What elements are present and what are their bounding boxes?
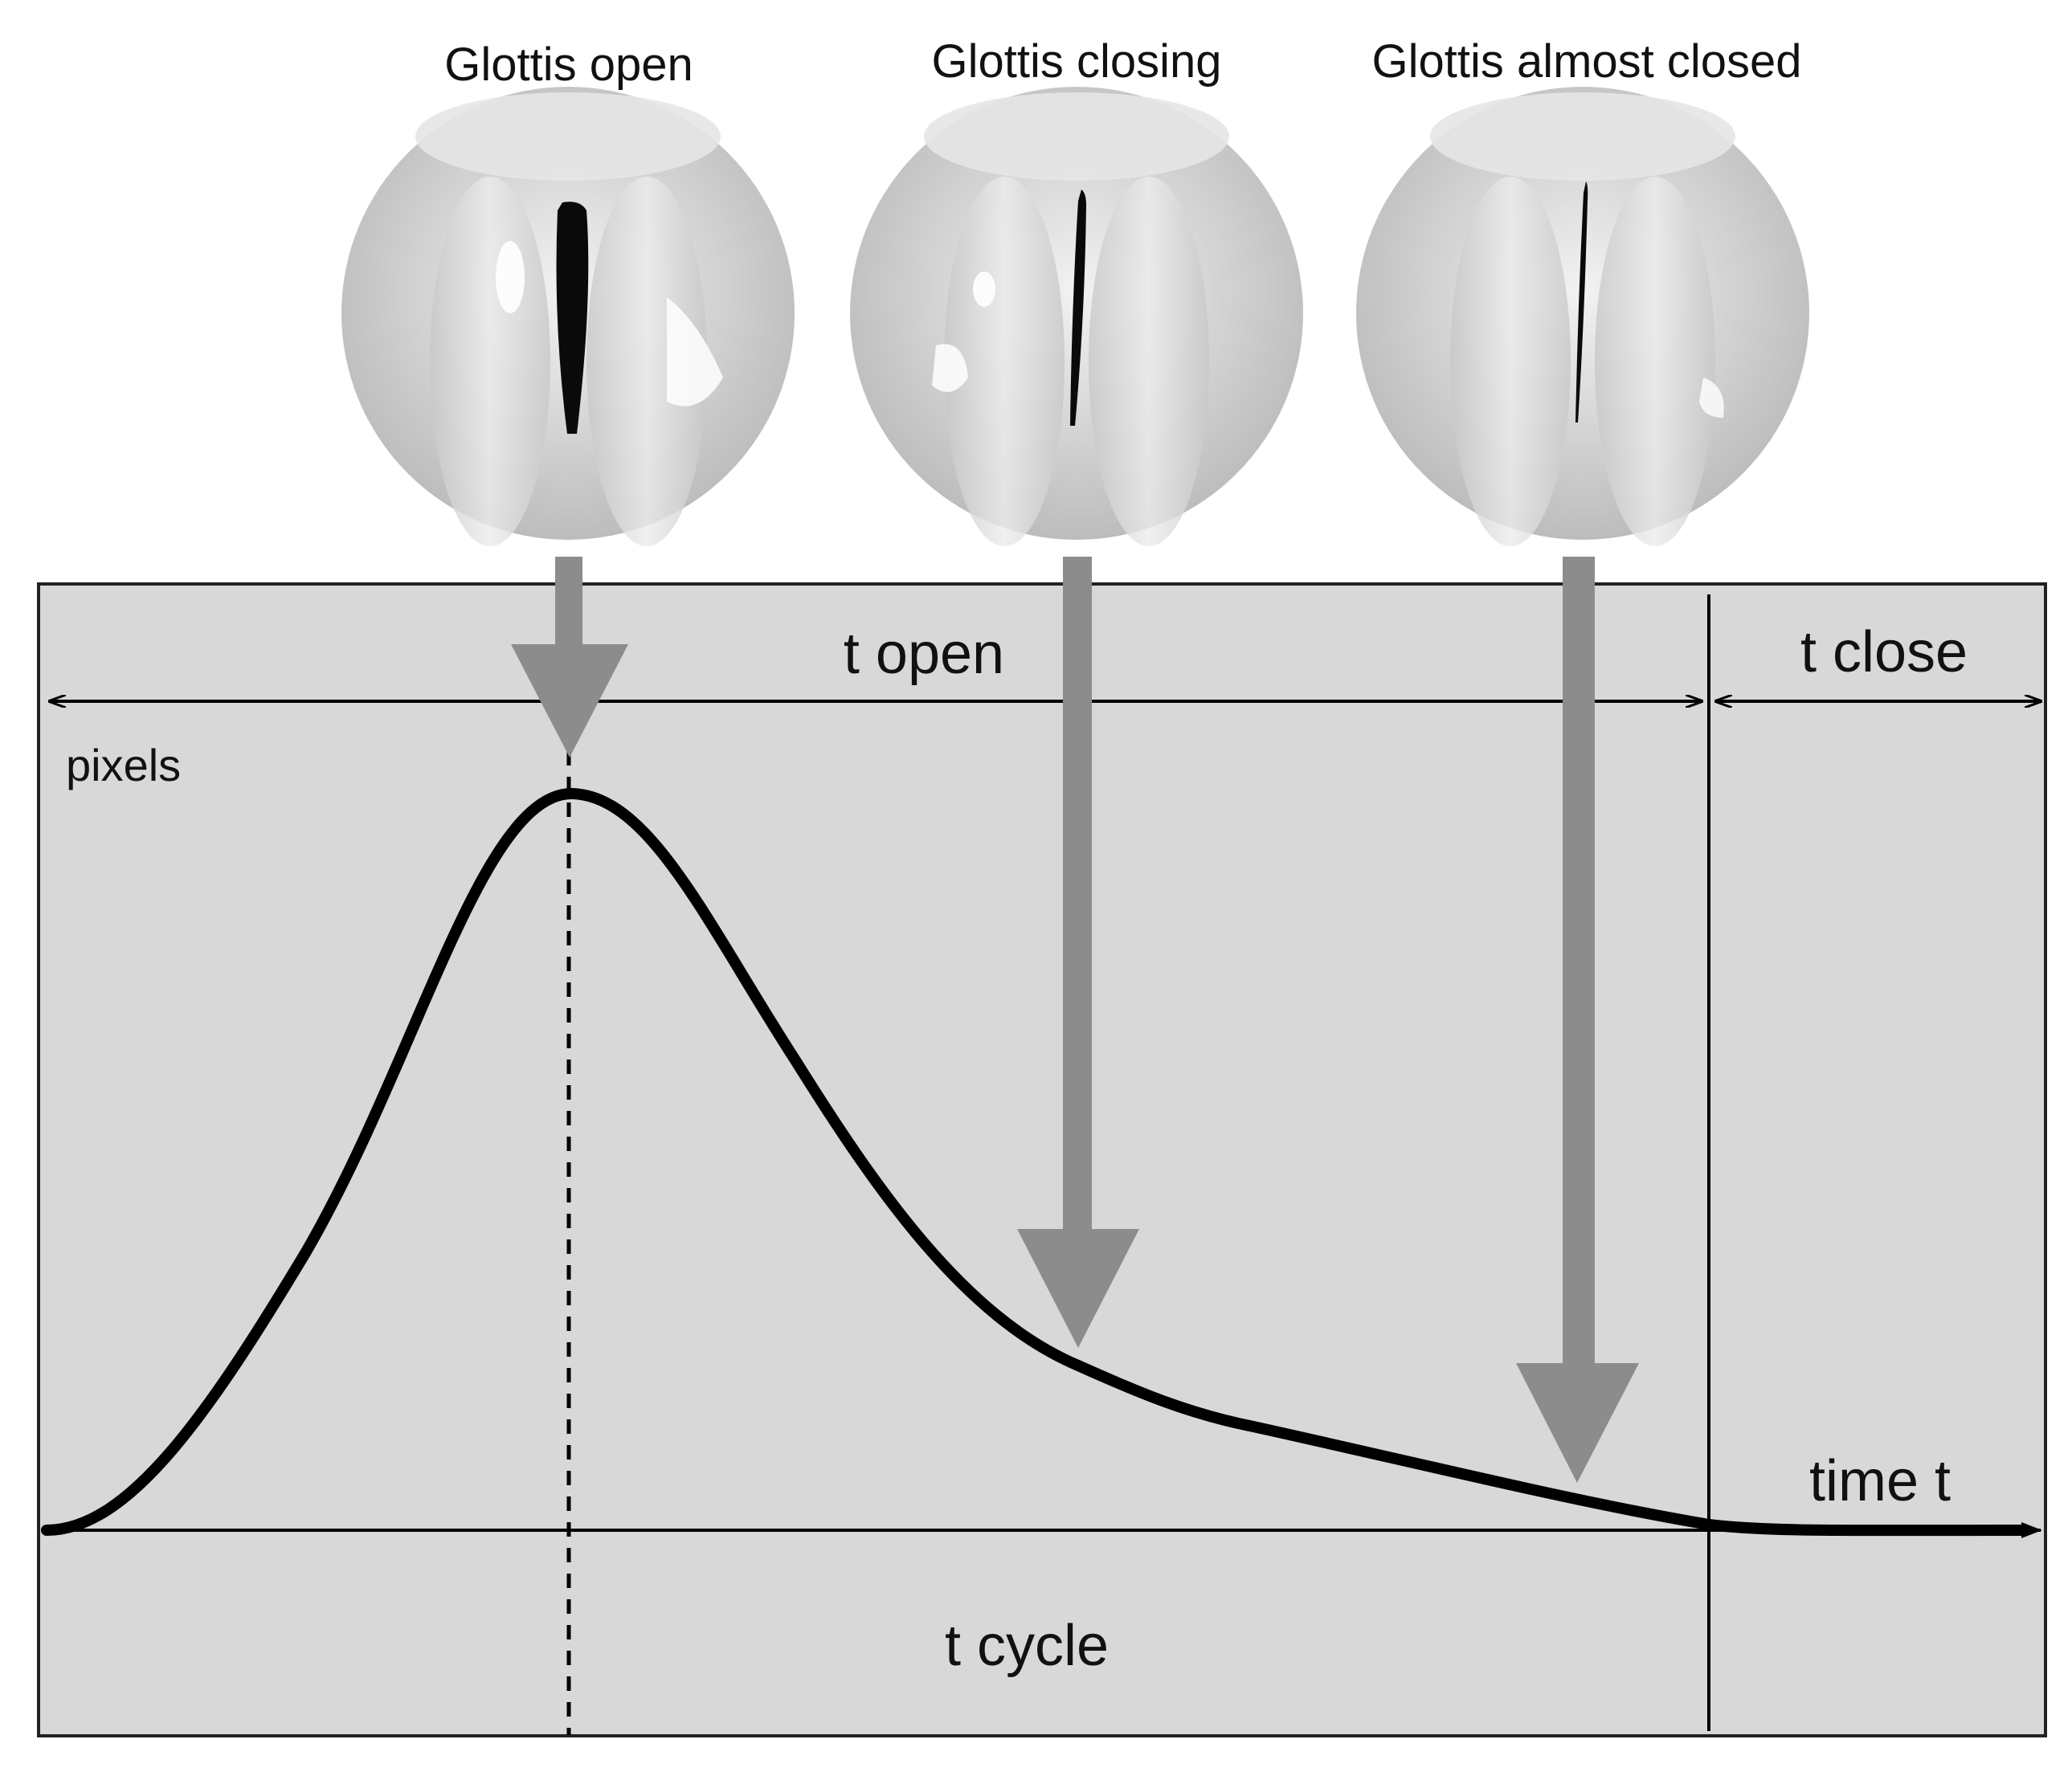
plot-panel bbox=[37, 582, 2047, 1737]
t-close-label: t close bbox=[1800, 620, 1968, 684]
glottal-gap-wide bbox=[556, 202, 589, 434]
t-cycle-label: t cycle bbox=[945, 1614, 1109, 1678]
frame-label-open: Glottis open bbox=[444, 39, 693, 91]
t-open-label: t open bbox=[844, 622, 1004, 686]
glottis-closing-image bbox=[850, 87, 1303, 546]
pointer-arrow-closing bbox=[1017, 557, 1139, 1348]
y-axis-label: pixels bbox=[66, 740, 181, 790]
glottis-almost-closed-image bbox=[1356, 87, 1809, 546]
glottal-area-curve bbox=[41, 787, 2030, 1537]
glottal-gap-medium bbox=[1070, 190, 1086, 426]
glottis-open-image bbox=[341, 87, 795, 546]
x-axis-label: time t bbox=[1809, 1449, 1951, 1513]
frame-label-closing: Glottis closing bbox=[931, 35, 1221, 88]
glottal-gap-thin bbox=[1575, 182, 1588, 423]
pointer-arrow-almost-closed bbox=[1516, 557, 1639, 1483]
pointer-arrow-open bbox=[511, 557, 628, 757]
frame-label-almost-closed: Glottis almost closed bbox=[1371, 35, 1801, 88]
